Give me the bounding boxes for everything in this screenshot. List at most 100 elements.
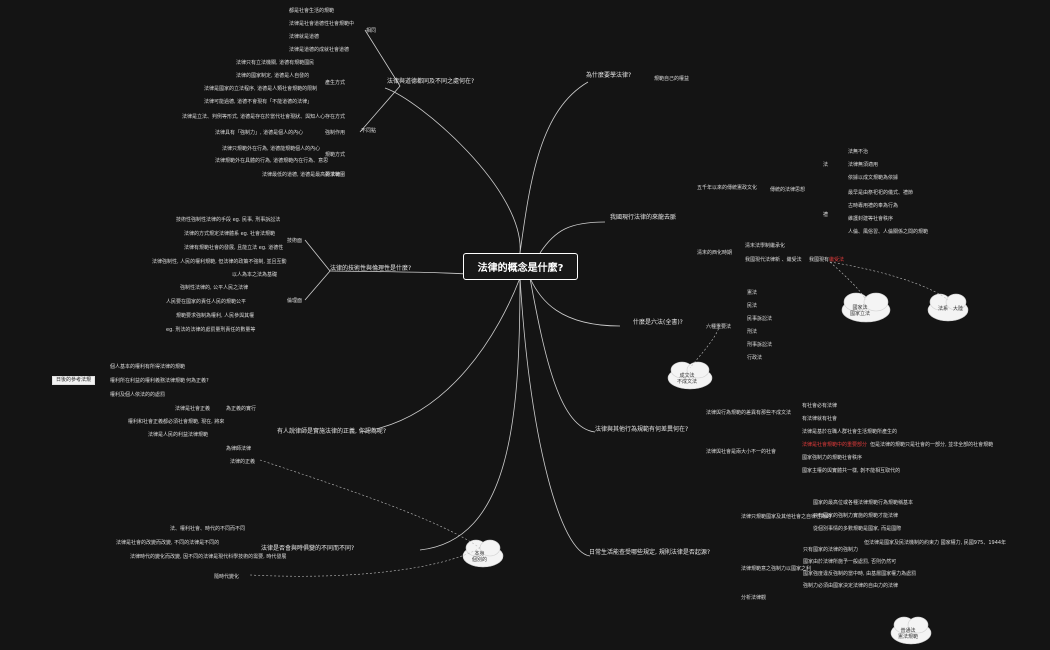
law-item[interactable]: 刑法 — [747, 329, 758, 335]
common-item[interactable]: 法律是社會道德性社會規範中 — [289, 21, 355, 27]
ethic-item[interactable]: 人民要在國家的責任人民的規範公平 — [166, 299, 247, 305]
common-item[interactable]: 都是社會生活的規範 — [289, 8, 335, 14]
change-item[interactable]: 法律時代的變化而改變, 因不同的法律是現代科學技術的需要, 時代發展 — [130, 554, 287, 560]
justice-item[interactable]: 個人基本的權利有所得法律的規範 — [110, 364, 186, 370]
tech-node[interactable]: 技術面 — [287, 238, 303, 244]
ethic-node[interactable]: 倫理面 — [287, 298, 303, 304]
origin-sub2[interactable]: 清末的西化時期 — [697, 250, 733, 256]
common-node[interactable]: 相同 — [366, 28, 377, 34]
justice-item[interactable]: 法律是人民的利益法律規範 — [148, 432, 209, 438]
daily-sub2[interactable]: 法律規範意之強制力以國家之利 — [741, 566, 812, 572]
li-item[interactable]: 人倫、風俗習、人倫關係之間的規範 — [848, 229, 929, 235]
law-item[interactable]: 民法 — [747, 303, 758, 309]
compare-item[interactable]: 有社會必有法律 — [802, 403, 838, 409]
compare-item[interactable]: 國家主權的與實體共一樣, 剝不能相互取代的 — [802, 468, 901, 474]
compare-sub1[interactable]: 法律與行為規範的差異有那些不成文法 — [706, 410, 792, 416]
branch-origin[interactable]: 我國現行法律的來龍去脈 — [610, 214, 677, 221]
ethic-item[interactable]: eg. 刑法的法律的處罰量刑責任的數量等 — [166, 327, 256, 333]
cloud-label-5[interactable]: 普通法憲法規範 — [898, 628, 919, 640]
daily-item[interactable]: 只有國家的強制力實施的規範才能法律 — [813, 513, 899, 519]
six-laws-hub[interactable]: 六種重要法 — [706, 324, 732, 330]
branch-compare[interactable]: 法律與其他行為規範有何差異何在? — [595, 426, 689, 433]
cloud-label-1[interactable]: 國家法國家立法 — [850, 305, 871, 317]
ethic-item[interactable]: 以人為本之法為基礎 — [232, 272, 278, 278]
fa-node[interactable]: 法 — [823, 162, 829, 168]
common-item[interactable]: 法律是道德的成就社會道德 — [289, 47, 350, 53]
diff-item[interactable]: 法律只規範外在行為, 道德能規範個人的內心 — [222, 146, 321, 152]
fa-item[interactable]: 法律無須適用 — [848, 162, 879, 168]
law-item[interactable]: 民事訴訟法 — [747, 316, 773, 322]
central-topic[interactable]: 法律的概念是什麼? — [463, 253, 578, 280]
daily-item[interactable]: 國家強度違反強制的當中時, 由基層國家權力為處罰 — [803, 571, 917, 577]
compare-item-red[interactable]: 法律是社會規範中的重要部分 — [802, 442, 868, 448]
daily-item[interactable]: 強制力必須由國家決定法律的自由力的法律 — [803, 583, 899, 589]
cloud-label-2[interactable]: 法系 大陸 — [938, 306, 964, 312]
diff-item[interactable]: 法律可能過德, 道德不會現有「不能道德的法律」 — [204, 99, 313, 105]
diff-item[interactable]: 法律是立法、判例等形式, 道德是存在於當代社會現狀、與知人心 — [182, 114, 326, 120]
diff-item[interactable]: 法律是國家的立法程序, 道德是人類社會規範的限制 — [204, 86, 318, 92]
law-item[interactable]: 憲法 — [747, 290, 758, 296]
diff-group-title[interactable]: 產生方式 — [325, 80, 346, 86]
diff-item[interactable]: 法律具有「強制力」, 道德是個人的內心 — [215, 130, 304, 136]
law-item[interactable]: 行政法 — [747, 355, 763, 361]
why-child[interactable]: 規範自己的權益 — [654, 76, 690, 82]
justice-sub1b[interactable]: 法律是社會正義 — [175, 406, 211, 412]
daily-sub3[interactable]: 分析法律觀 — [741, 595, 767, 601]
origin-sub1[interactable]: 五千年以來的傳統憲政文化 — [697, 185, 758, 191]
diff-group-title[interactable]: 強制作用 — [325, 130, 346, 136]
li-item[interactable]: 維護封建等社會秩序 — [848, 216, 894, 222]
compare-item-suffix[interactable]: 但是法律的規範只是社會的一部分, 並非全部的社會規範 — [870, 442, 994, 448]
branch-why[interactable]: 為什麼要學法律? — [586, 72, 632, 79]
daily-item[interactable]: 從個別事情的多數規範是國家, 而是國際 — [813, 526, 902, 532]
tech-item[interactable]: 技術性強制性法律的手段 eg. 民事, 刑事訴訟法 — [176, 217, 281, 223]
compare-sub2[interactable]: 法律與社會是兩大小不一的社會 — [706, 449, 777, 455]
fa-item[interactable]: 依據以成文規範為依據 — [848, 175, 899, 181]
diff-group-title[interactable]: 規範方式 — [325, 152, 346, 158]
tech-item[interactable]: 法律的方式規定法律體系 eg. 社會法規範 — [184, 231, 276, 237]
branch-six-laws[interactable]: 什麼是六法(全書)? — [633, 319, 683, 326]
daily-item[interactable]: 只有國家的法律的強制力 — [803, 547, 859, 553]
change-sub[interactable]: 隨時代變化 — [214, 574, 240, 580]
justice-item[interactable]: 權利所在利益的權利義務法律規範 — [110, 378, 186, 384]
daily-sub1[interactable]: 法律只規範國家及其他社會之自律性為的 — [741, 514, 832, 520]
justice-item[interactable]: 權利和社會正義都必須社會規範, 現在, 將來 — [128, 419, 225, 425]
diff-item[interactable]: 法律最低的道德, 道德是最高的法律 — [262, 172, 341, 178]
li-node[interactable]: 禮 — [823, 212, 829, 218]
tech-item[interactable]: 法律有規範社會的發展, 且能立法 eg. 道德性 — [184, 245, 284, 251]
branch-nature[interactable]: 法律的技術性與倫理性是什麼? — [330, 265, 412, 272]
diff-node[interactable]: 不同點 — [361, 128, 377, 134]
change-item[interactable]: 法、權利社會、時代的不同而不同 — [170, 526, 246, 532]
li-item[interactable]: 最早是由祭祀祀的儀式、禮節 — [848, 190, 914, 196]
ethic-item[interactable]: 規範要求強制為權利, 人民參與其權 — [176, 313, 255, 319]
branch-change[interactable]: 法律是否會與時俱變的不同而不同? — [261, 545, 355, 552]
change-item[interactable]: 法律是社會的改變而改變, 不同的法律是不同的 — [116, 540, 220, 546]
origin-sub2a[interactable]: 清末法學制繼承化 — [745, 243, 786, 249]
justice-sub3[interactable]: 法律的正義 — [230, 459, 256, 465]
common-item[interactable]: 法律就是道德 — [289, 34, 320, 40]
diff-item[interactable]: 法律的國家制定, 道德是人自發的 — [236, 73, 310, 79]
cloud-label-4[interactable]: 本身個別的 — [472, 551, 488, 563]
daily-item[interactable]: 國家的最高位或各種法律規範行為規範稱基本 — [813, 500, 914, 506]
diff-item[interactable]: 法律規範外在具體的行為, 道德規範內在行為、意思 — [215, 158, 329, 164]
branch-daily[interactable]: 日常生活能查受哪些規定, 規則法律是否起源? — [589, 549, 710, 556]
tech-item[interactable]: 法律強制性, 人民的權利規範, 但法律的政策不強制, 並且互動 — [152, 259, 287, 265]
daily-item[interactable]: 國家由於法律所施予一般處罰, 否則仍然可 — [803, 559, 897, 565]
cloud-label-3[interactable]: 成文法不成文法 — [677, 373, 698, 385]
justice-item[interactable]: 權利及個人依法的的處罰 — [110, 392, 166, 398]
justice-sub1[interactable]: 為正義的實行 — [226, 406, 257, 412]
ethic-item[interactable]: 強制性法律的, 公平人民之法律 — [180, 285, 249, 291]
compare-item[interactable]: 有法律就有社會 — [802, 416, 838, 422]
justice-q[interactable]: 何為正義? — [186, 378, 209, 384]
diff-item[interactable]: 法律只有立法機關, 道德有規範國民 — [236, 60, 315, 66]
justice-sub2[interactable]: 為律師法律 — [226, 446, 252, 452]
compare-item[interactable]: 國家強制力的規範社會秩序 — [802, 455, 863, 461]
law-item[interactable]: 刑事訴訟法 — [747, 342, 773, 348]
fa-item[interactable]: 法無不治 — [848, 149, 869, 155]
branch-justice[interactable]: 有人說律師是實施法律的正義, 你認為呢? — [277, 428, 386, 435]
origin-sub1a[interactable]: 傳統的法律思想 — [770, 187, 806, 193]
diff-group-title[interactable]: 要求範圍 — [325, 172, 346, 178]
branch-moral[interactable]: 法律與道德都同及不同之處何在? — [387, 78, 475, 85]
origin-sub2c[interactable]: 我國現有繼受法 — [809, 257, 845, 263]
origin-sub2b[interactable]: 我國現代法律新 、繼受法 — [745, 257, 802, 263]
diff-group-title[interactable]: 存在方式 — [325, 114, 346, 120]
